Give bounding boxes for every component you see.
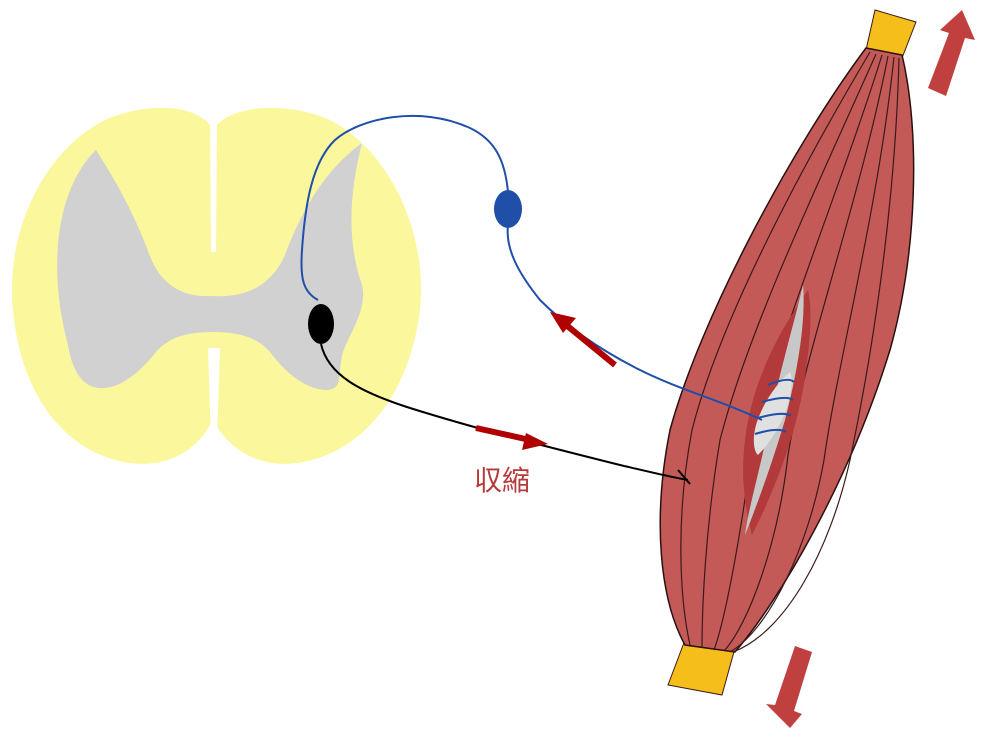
stretch-arrow-down [766,646,812,728]
muscle [659,9,917,696]
spinal-cord-cross-section [11,107,422,464]
stretch-arrow-up [928,10,975,96]
afferent-central-fiber [300,114,509,301]
dorsal-median-sulcus [210,118,217,252]
efferent-signal-arrow [475,425,548,450]
muscle-spindle-equator [753,372,792,455]
sensory-neuron-cell-body-icon [494,190,522,228]
annulospiral-endings [754,378,795,435]
ventral-median-fissure [208,348,220,440]
afferent-signal-arrow [550,312,617,368]
contraction-label: 収縮 [474,464,530,497]
neuromuscular-junction [677,469,691,485]
spinal-cord-gray-matter [57,143,364,390]
motor-neuron-cell-body-icon [308,304,334,344]
